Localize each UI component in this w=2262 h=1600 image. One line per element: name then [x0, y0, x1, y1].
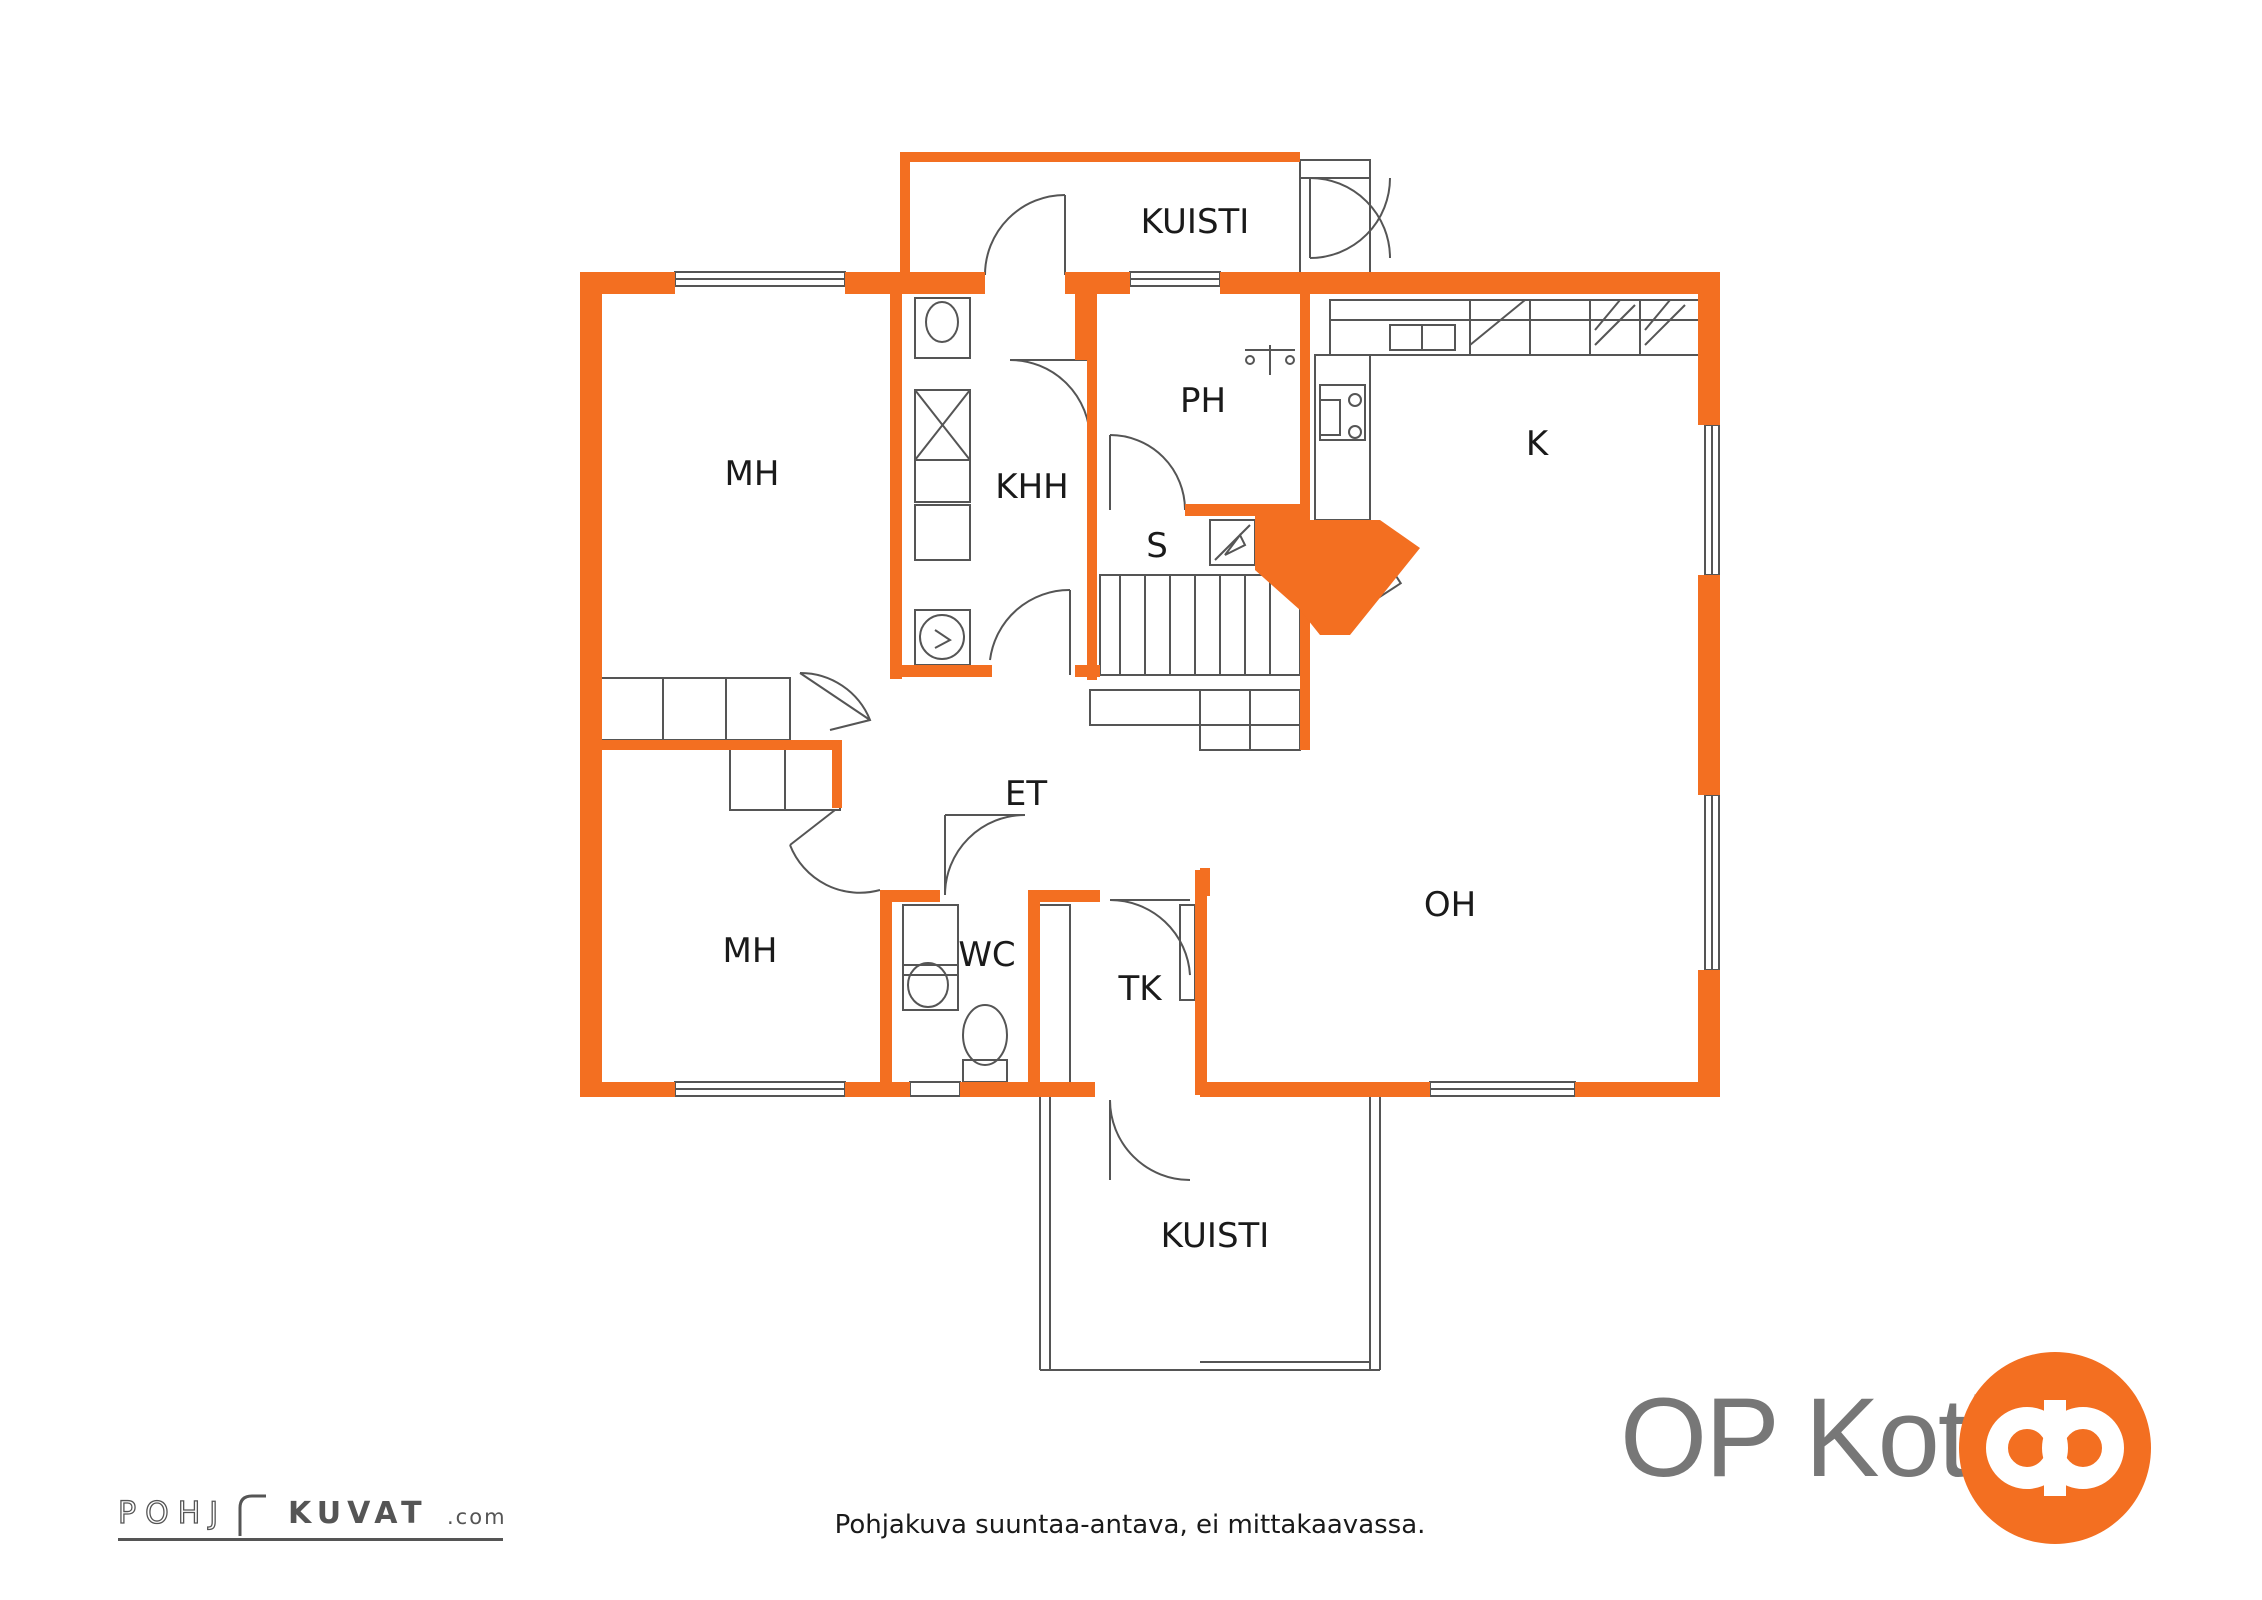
- credit-part-c: .com: [447, 1505, 507, 1529]
- brand-name: OP Koti: [1620, 1375, 1992, 1500]
- room-label-k: K: [1526, 424, 1550, 464]
- credit-underline: [118, 1538, 503, 1541]
- credit-part-a: POHJ: [117, 1495, 228, 1531]
- op-logo-icon: [1959, 1352, 2151, 1544]
- room-label-mh-lower: MH: [723, 931, 778, 971]
- room-label-wc: WC: [958, 935, 1015, 975]
- room-label-kuisti-top: KUISTI: [1141, 202, 1250, 242]
- fixtures-layer: [599, 159, 1720, 1371]
- room-label-kuisti-bottom: KUISTI: [1161, 1216, 1270, 1256]
- room-label-tk: TK: [1117, 969, 1163, 1009]
- room-label-oh: OH: [1424, 885, 1476, 925]
- credit-notch-icon: [238, 1494, 266, 1536]
- room-labels: KUISTI MH KHH PH K S ET MH WC TK OH KUIS…: [723, 202, 1550, 1256]
- walls-layer: [580, 152, 1720, 1097]
- room-label-mh-upper: MH: [725, 454, 780, 494]
- room-label-s: S: [1146, 526, 1168, 566]
- disclaimer-text: Pohjakuva suuntaa-antava, ei mittakaavas…: [834, 1510, 1426, 1540]
- room-label-et: ET: [1005, 774, 1047, 814]
- room-label-khh: KHH: [995, 467, 1068, 507]
- room-label-ph: PH: [1180, 381, 1226, 421]
- credit-part-b: KUVAT: [288, 1496, 428, 1531]
